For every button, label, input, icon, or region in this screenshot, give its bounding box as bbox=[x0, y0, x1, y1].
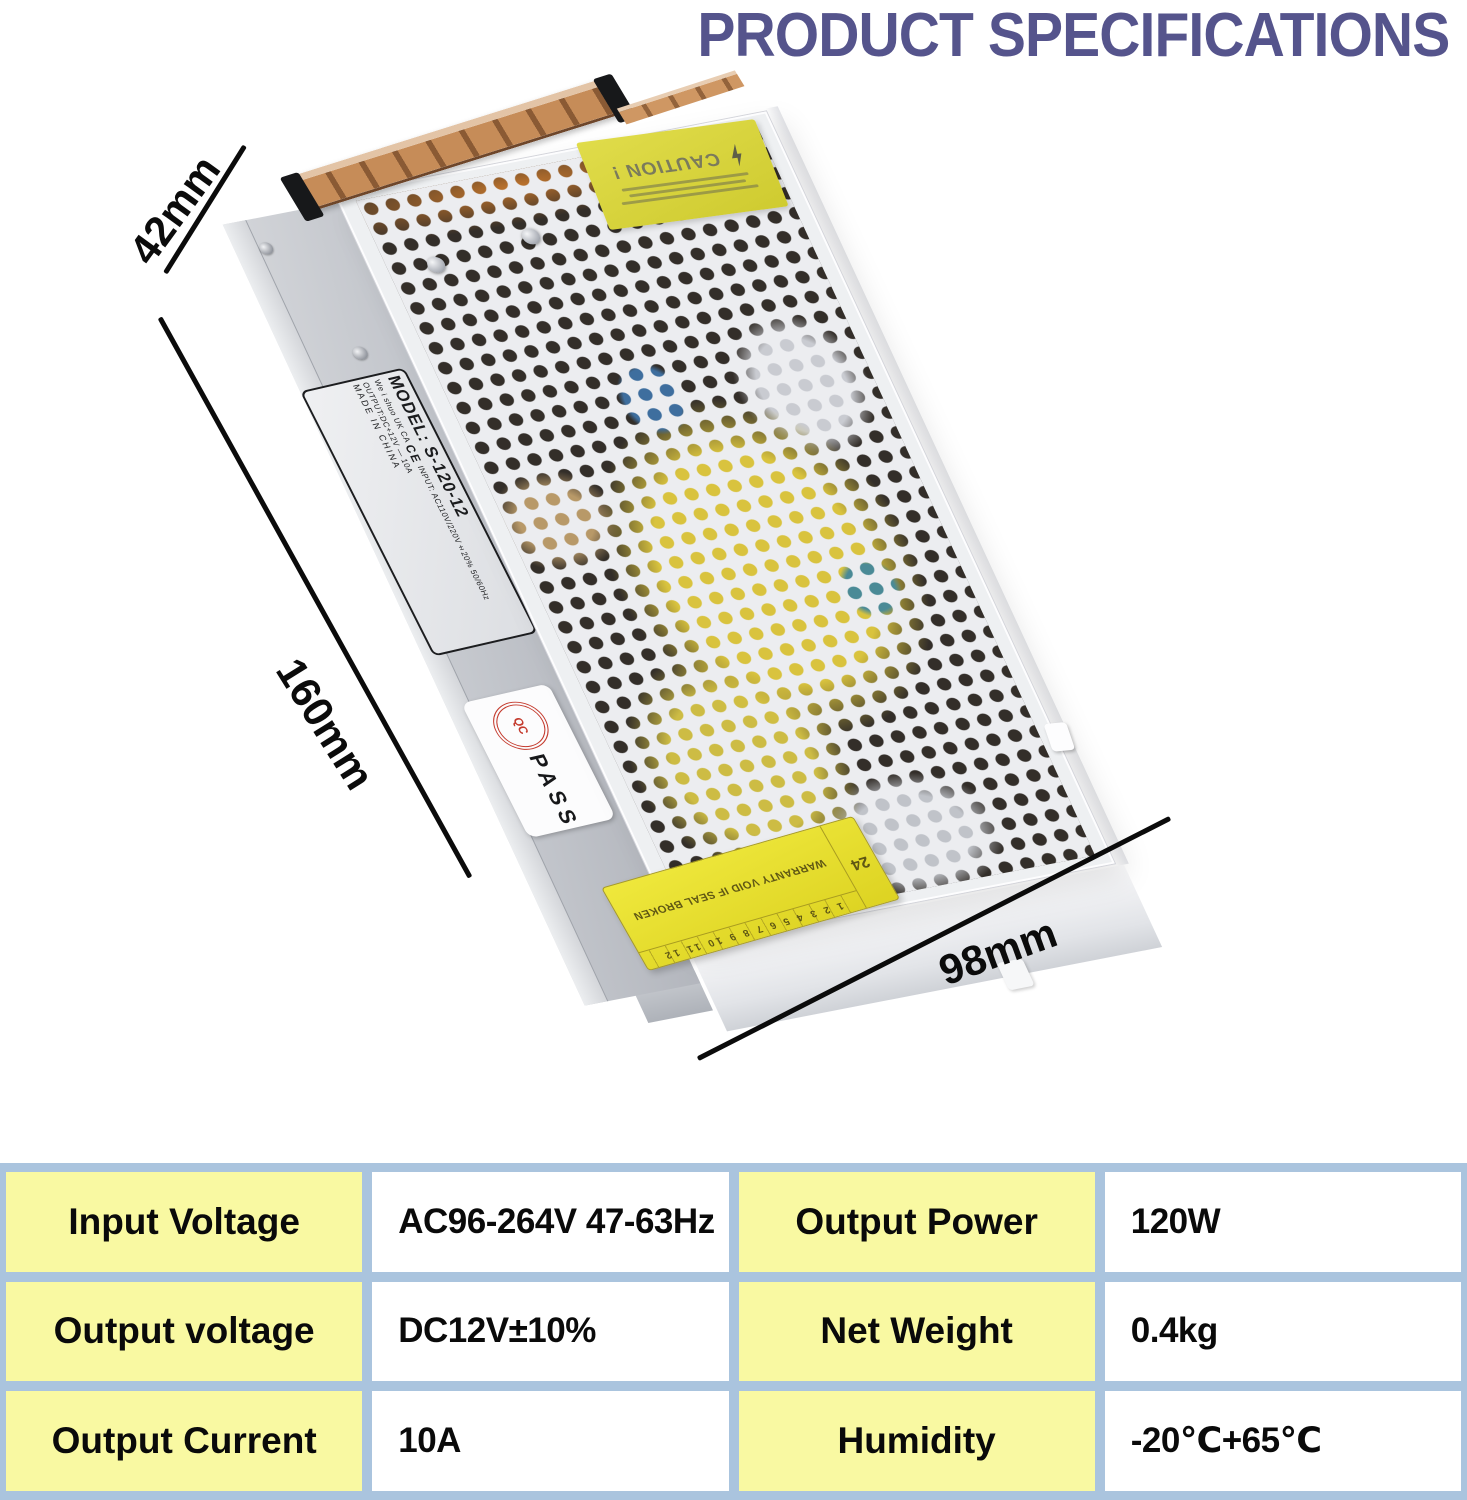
spec-value-humidity: -20℃+65℃ bbox=[1104, 1391, 1461, 1491]
qc-stamp-text: QC bbox=[509, 716, 532, 736]
caution-sticker-content: CAUTION ! bbox=[576, 119, 789, 230]
dimension-label-160mm: 160mm bbox=[267, 649, 384, 798]
spec-value-output-power: 120W bbox=[1104, 1172, 1461, 1272]
caution-sticker: CAUTION ! bbox=[575, 119, 789, 231]
spec-label-output-current: Output Current bbox=[6, 1391, 363, 1491]
spec-value-input-voltage: AC96-264V 47-63Hz bbox=[372, 1172, 729, 1272]
spec-value-output-current: 10A bbox=[372, 1391, 729, 1491]
terminal-block-small bbox=[616, 70, 745, 125]
dimension-label-42mm: 42mm bbox=[119, 146, 230, 273]
qc-pass-text: PASS bbox=[523, 751, 586, 831]
spec-label-output-power: Output Power bbox=[738, 1172, 1095, 1272]
page-title: PRODUCT SPECIFICATIONS bbox=[697, 1, 1450, 70]
caution-row: CAUTION ! bbox=[607, 144, 748, 184]
spec-label-net-weight: Net Weight bbox=[738, 1281, 1095, 1382]
spec-label-input-voltage: Input Voltage bbox=[6, 1172, 363, 1272]
spec-label-output-voltage: Output voltage bbox=[6, 1281, 363, 1382]
spec-table: Input Voltage AC96-264V 47-63Hz Output P… bbox=[0, 1163, 1467, 1500]
screw-head bbox=[350, 345, 370, 361]
qc-stamp-icon: QC bbox=[483, 696, 558, 755]
spec-value-output-voltage: DC12V±10% bbox=[372, 1281, 729, 1382]
power-supply-photo: MODEL: S-120-12 We i shuo UK CA CE INPUT… bbox=[222, 70, 1163, 1032]
spec-label-humidity: Humidity bbox=[738, 1391, 1095, 1491]
lightning-bolt-icon bbox=[732, 144, 742, 167]
spec-value-net-weight: 0.4kg bbox=[1104, 1281, 1461, 1382]
